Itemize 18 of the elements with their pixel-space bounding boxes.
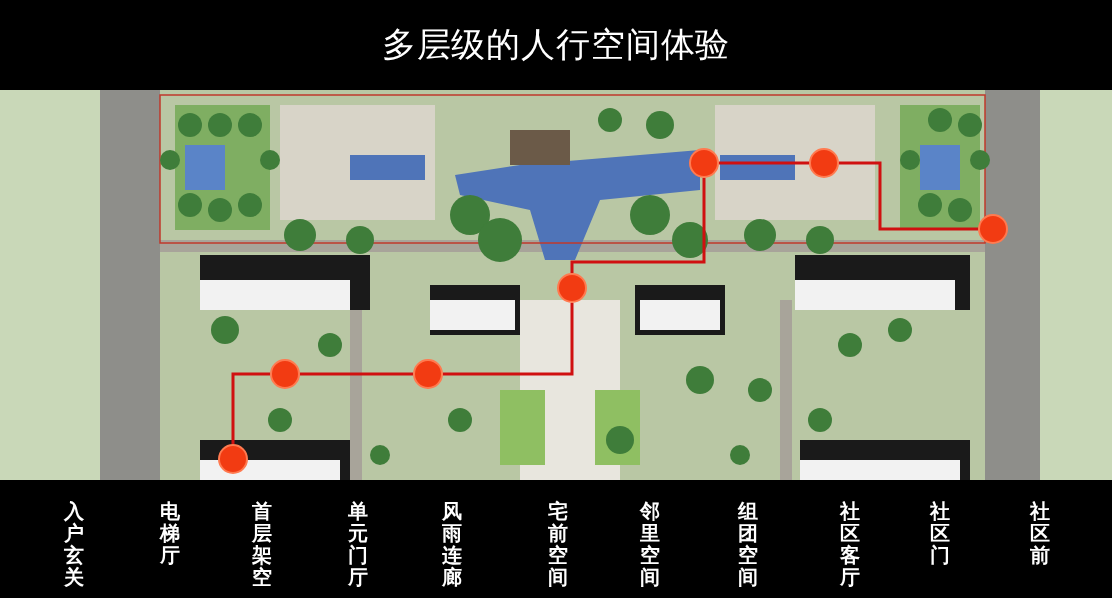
stage-label: 社区门 — [930, 500, 950, 566]
stage-label: 电梯厅 — [160, 500, 180, 566]
stage-label: 组团空间 — [738, 500, 758, 588]
stage-label: 宅前空间 — [548, 500, 568, 588]
route-line — [570, 178, 706, 273]
stage-label: 社区客厅 — [840, 500, 860, 588]
route-line — [231, 372, 270, 444]
stage-label: 单元门厅 — [348, 500, 368, 588]
route-line — [443, 303, 574, 376]
stage-label: 邻里空间 — [640, 500, 660, 588]
stage-label: 入户玄关 — [64, 500, 84, 588]
title: 多层级的人行空间体验 — [381, 22, 731, 66]
route-line — [300, 372, 413, 376]
route-line — [719, 161, 809, 165]
route-line — [839, 161, 978, 231]
stage-label: 首层架空 — [252, 500, 272, 588]
stage-label: 风雨连廊 — [442, 500, 462, 588]
stage-label: 社区前 — [1030, 500, 1050, 566]
